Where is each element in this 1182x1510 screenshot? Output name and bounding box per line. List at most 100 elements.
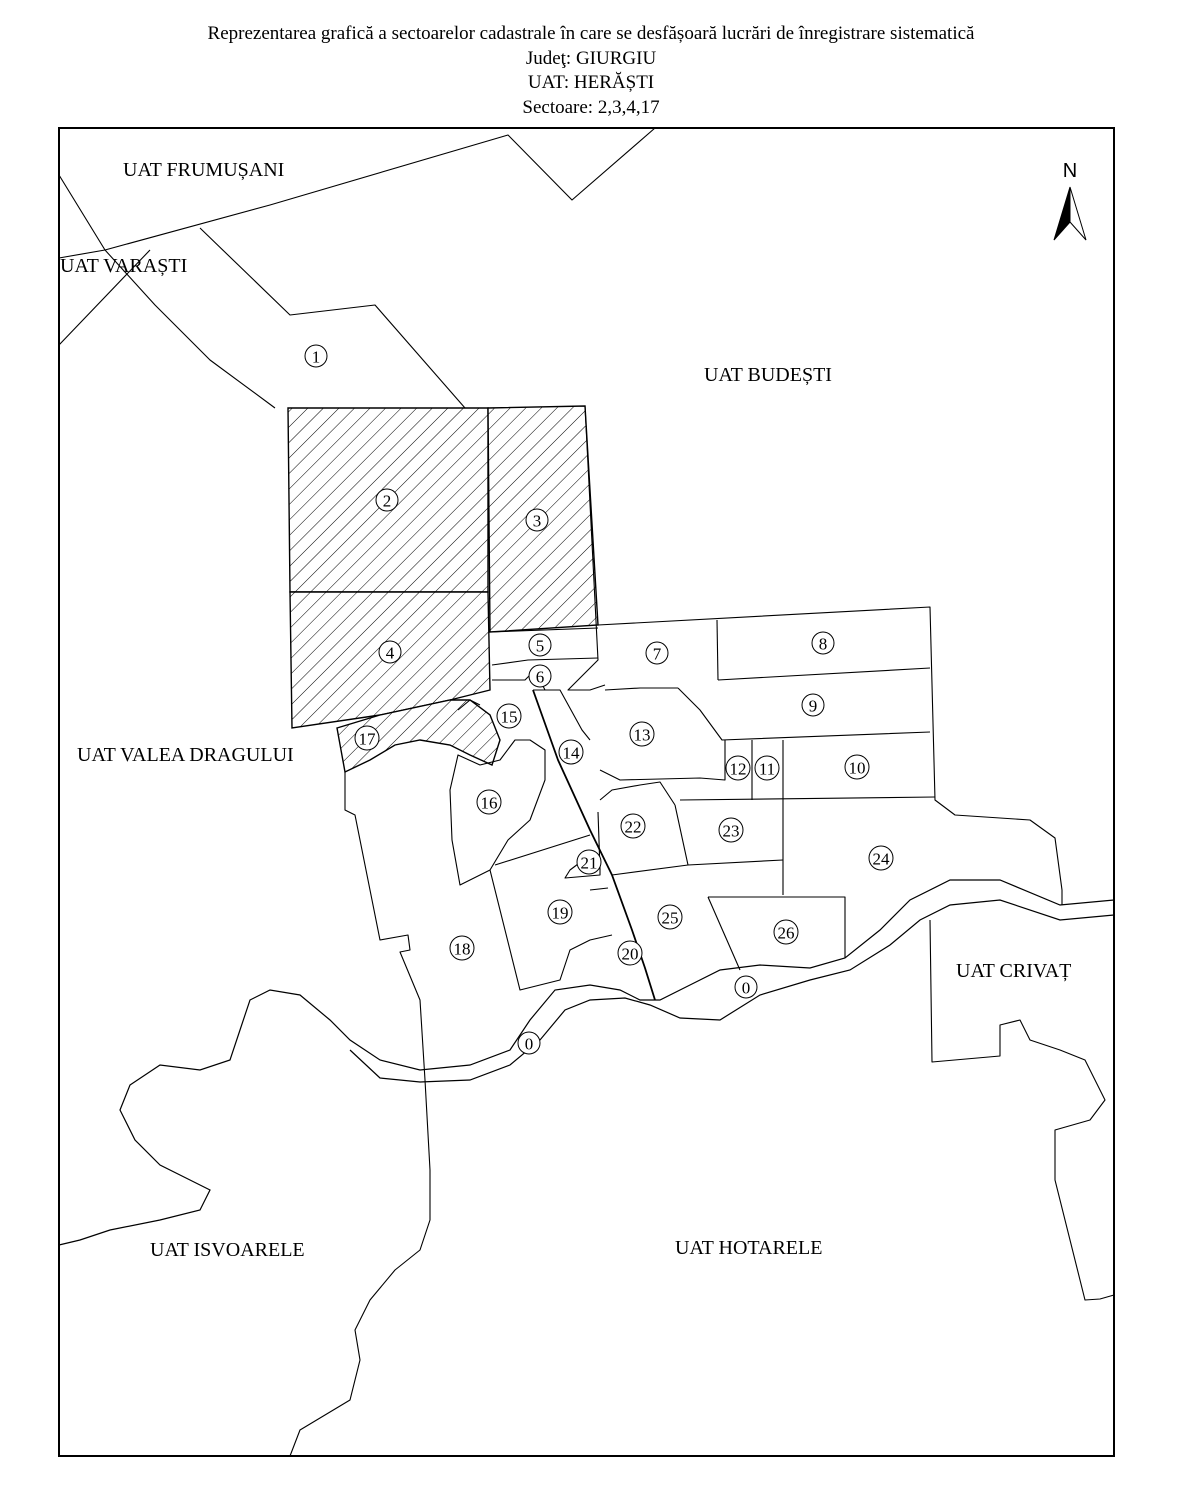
label-uat-budesti: UAT BUDEȘTI <box>704 364 832 386</box>
sector-marker-circle <box>657 904 683 930</box>
sector-marker-circle <box>754 755 780 781</box>
sectors-label: Sectoare: 2,3,4,17 <box>522 96 660 118</box>
map-title: Reprezentarea grafică a sectoarelor cada… <box>207 23 975 44</box>
sector-marker-circle <box>378 640 402 664</box>
sector-number: 12 <box>730 760 747 779</box>
sector-marker-circle <box>645 641 669 665</box>
sector-marker-22: 22 <box>620 813 646 839</box>
sector-marker-3: 3 <box>525 508 549 532</box>
map-title-block: Reprezentarea grafică a sectoarelor cada… <box>0 22 1182 120</box>
sector-marker-circle <box>304 344 328 368</box>
sector-marker-circle <box>354 725 380 751</box>
sector-number: 8 <box>819 635 828 654</box>
sector-marker-circle <box>773 919 799 945</box>
sector-marker-2: 2 <box>375 488 399 512</box>
sector-marker-circle <box>496 703 522 729</box>
sector-marker-10: 10 <box>844 754 870 780</box>
label-uat-crivat: UAT CRIVAȚ <box>956 960 1071 982</box>
sector-marker-circle <box>868 845 894 871</box>
sector-number: 15 <box>501 708 518 727</box>
uat-label: UAT: HERĂȘTI <box>527 72 655 93</box>
main-road <box>532 689 656 1001</box>
river <box>58 879 1115 1246</box>
sector-marker-17: 17 <box>354 725 380 751</box>
sector-marker-circle <box>576 849 602 875</box>
sector-number: 2 <box>383 492 392 511</box>
sector-marker-1: 1 <box>304 344 328 368</box>
sector-marker-circle <box>718 817 744 843</box>
sector-number: 22 <box>625 818 642 837</box>
sector-number: 10 <box>849 759 866 778</box>
sector-marker-18: 18 <box>449 935 475 961</box>
sector-marker-16: 16 <box>476 789 502 815</box>
sector-marker-20: 20 <box>617 940 643 966</box>
sector-marker-25: 25 <box>657 904 683 930</box>
sector-number: 16 <box>481 794 498 813</box>
sector-number: 11 <box>759 760 775 779</box>
label-uat-frumusani: UAT FRUMUȘANI <box>123 159 284 181</box>
sector-number: 0 <box>742 979 751 998</box>
sector-number: 17 <box>359 730 377 749</box>
county-label: Judeţ: GIURGIU <box>525 47 657 69</box>
label-uat-varasti: UAT VARAȘTI <box>60 255 187 277</box>
boundaries <box>58 127 1115 1457</box>
sector-number: 13 <box>634 726 651 745</box>
sector-number: 1 <box>312 348 321 367</box>
map-frame <box>58 127 1115 1457</box>
sector-number: 18 <box>454 940 471 959</box>
sector-marker-21: 21 <box>576 849 602 875</box>
sector-marker-circle <box>620 813 646 839</box>
sector-marker-circle <box>734 975 758 999</box>
sector-marker-circle <box>476 789 502 815</box>
sector-number: 5 <box>536 637 545 656</box>
sector-marker-circle <box>528 633 552 657</box>
sector-number: 9 <box>809 697 818 716</box>
sector-marker-11: 11 <box>754 755 780 781</box>
sector-marker-19: 19 <box>547 899 573 925</box>
north-arrow-icon: N <box>1053 160 1087 241</box>
svg-text:N: N <box>1063 160 1077 182</box>
sector-marker-12: 12 <box>725 755 751 781</box>
sector-marker-circle <box>375 488 399 512</box>
sector-marker-circle <box>558 739 584 765</box>
label-uat-isvoarele: UAT ISVOARELE <box>150 1239 305 1261</box>
sector-marker-0: 0 <box>517 1031 541 1055</box>
sector-marker-9: 9 <box>801 693 825 717</box>
sector-number: 4 <box>386 644 395 663</box>
sector-marker-circle <box>725 755 751 781</box>
highlighted-sectors <box>287 405 599 774</box>
sector-number: 0 <box>525 1035 534 1054</box>
sector-number: 21 <box>581 854 598 873</box>
sector-number: 7 <box>653 645 662 664</box>
sector-number: 6 <box>536 668 545 687</box>
sector-number: 24 <box>873 850 891 869</box>
sector-marker-circle <box>844 754 870 780</box>
sector-number: 19 <box>552 904 569 923</box>
sector-number: 20 <box>622 945 639 964</box>
sector-number: 26 <box>778 924 795 943</box>
sector-marker-circle <box>449 935 475 961</box>
sector-17-area <box>336 699 501 774</box>
sector-marker-26: 26 <box>773 919 799 945</box>
sector-number: 25 <box>662 909 679 928</box>
sector-marker-13: 13 <box>629 721 655 747</box>
sector-marker-23: 23 <box>718 817 744 843</box>
label-uat-hotarele: UAT HOTARELE <box>675 1237 822 1259</box>
sector-marker-7: 7 <box>645 641 669 665</box>
sector-marker-6: 6 <box>528 664 552 688</box>
sector-number: 14 <box>563 744 581 763</box>
sector-marker-15: 15 <box>496 703 522 729</box>
sector-marker-0: 0 <box>734 975 758 999</box>
sector-number: 3 <box>533 512 542 531</box>
sector-marker-24: 24 <box>868 845 894 871</box>
sector-marker-circle <box>517 1031 541 1055</box>
sector-marker-8: 8 <box>811 631 835 655</box>
sector-marker-circle <box>547 899 573 925</box>
sector-marker-circle <box>617 940 643 966</box>
sector-marker-circle <box>801 693 825 717</box>
sector-marker-circle <box>528 664 552 688</box>
sector-marker-circle <box>811 631 835 655</box>
sector-marker-circle <box>629 721 655 747</box>
sector-number: 23 <box>723 822 740 841</box>
